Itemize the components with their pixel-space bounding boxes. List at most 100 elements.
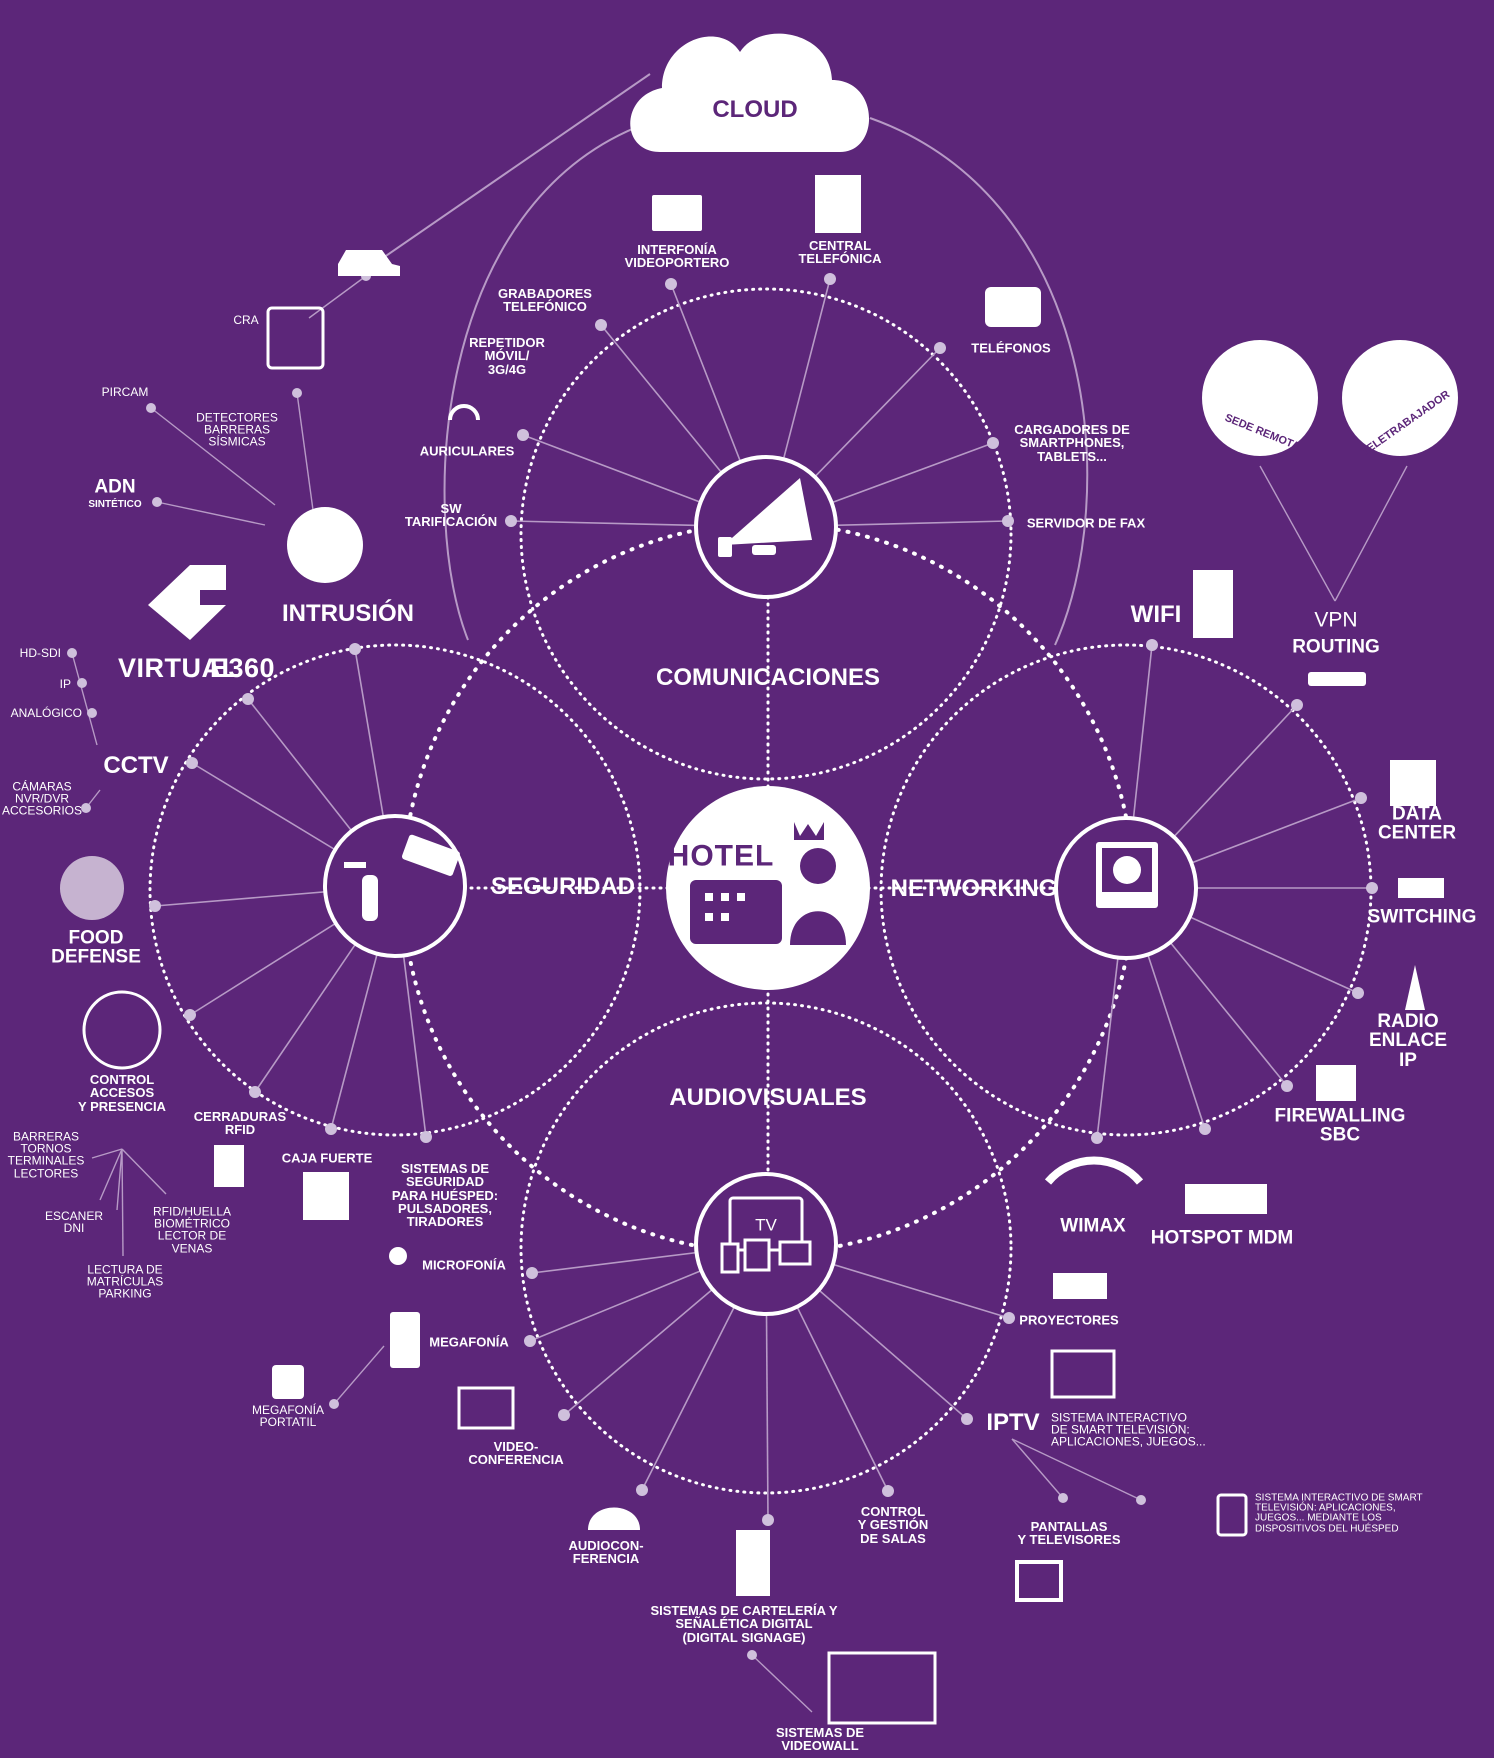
megaphone-icon bbox=[718, 478, 812, 557]
label-rfid-huella: RFID/HUELLA BIOMÉTRICO LECTOR DE VENAS bbox=[152, 1204, 232, 1256]
virtual-logo-icon bbox=[148, 565, 226, 640]
label-cra: CRA bbox=[233, 312, 259, 327]
screens-icon bbox=[1015, 1560, 1063, 1602]
label-vpn: VPN bbox=[1314, 608, 1358, 632]
label-escaner: ESCANER DNI bbox=[44, 1208, 104, 1235]
pbx-icon bbox=[815, 175, 861, 233]
operator-icon bbox=[266, 306, 325, 370]
label-control: CONTROL ACCESOS Y PRESENCIA bbox=[78, 1072, 166, 1114]
label-lectura: LECTURA DE MATRÍCULAS PARKING bbox=[86, 1262, 164, 1302]
headset-icon bbox=[448, 404, 480, 421]
target-icon bbox=[60, 856, 124, 920]
antenna-icon bbox=[1405, 965, 1425, 1010]
hub-label-audiovisuales[interactable]: AUDIOVISUALES bbox=[669, 1083, 867, 1111]
label-firewalling: FIREWALLING SBC bbox=[1274, 1105, 1406, 1146]
label-megafonia: MEGAFONÍA bbox=[429, 1334, 509, 1350]
hotel-label: HOTEL bbox=[667, 839, 775, 873]
label-megafonia-portatil: MEGAFONÍA PORTATIL bbox=[251, 1402, 325, 1429]
label-cctv: CCTV bbox=[103, 751, 169, 779]
cloud-arc bbox=[379, 73, 1089, 646]
thief-icon bbox=[287, 507, 363, 583]
label-central: CENTRAL TELEFÓNICA bbox=[798, 237, 882, 266]
label-iptv: IPTV bbox=[986, 1408, 1040, 1436]
label-proyectores: PROYECTORES bbox=[1019, 1312, 1119, 1328]
label-ip: IP bbox=[59, 676, 71, 691]
hub-label-networking[interactable]: NETWORKING bbox=[890, 874, 1058, 902]
hub-links bbox=[462, 595, 1075, 1177]
safe-icon bbox=[303, 1172, 349, 1220]
label-tv: TV bbox=[755, 1215, 777, 1235]
label-virtual: VIRTUAL bbox=[118, 653, 239, 684]
iptv-icon bbox=[1050, 1349, 1116, 1399]
firewall-icon bbox=[1316, 1065, 1356, 1101]
switch-icon bbox=[1398, 878, 1444, 898]
label-microfonia: MICROFONÍA bbox=[422, 1257, 506, 1273]
label-carteleria: SISTEMAS DE CARTELERÍA Y SEÑALÉTICA DIGI… bbox=[650, 1603, 838, 1645]
monitor-globe-icon bbox=[1096, 842, 1158, 908]
label-hdsdi: HD-SDI bbox=[19, 645, 61, 660]
label-barreras: BARRERAS TORNOS TERMINALES LECTORES bbox=[7, 1129, 85, 1181]
server-icon bbox=[1390, 760, 1436, 806]
label-sw: SW TARIFICACIÓN bbox=[404, 500, 498, 529]
label-datacenter: DATA CENTER bbox=[1377, 803, 1457, 844]
videowall-icon bbox=[827, 1651, 937, 1725]
security-camera-icon bbox=[344, 834, 460, 921]
smart-devices-icon bbox=[1216, 1493, 1248, 1537]
label-repetidor: REPETIDOR MÓVIL/ 3G/4G bbox=[469, 335, 545, 377]
microphone-icon bbox=[389, 1247, 407, 1265]
label-virtual-e: e360 bbox=[210, 653, 276, 684]
label-radio: RADIO ENLACE IP bbox=[1368, 1010, 1448, 1071]
label-wimax: WIMAX bbox=[1060, 1215, 1126, 1237]
police-car-icon bbox=[338, 250, 400, 276]
label-control-salas: CONTROL Y GESTIÓN DE SALAS bbox=[857, 1504, 929, 1546]
audioconference-icon bbox=[588, 1507, 640, 1530]
nodes bbox=[67, 271, 1378, 1660]
label-pantallas: PANTALLAS Y TELEVISORES bbox=[1017, 1518, 1121, 1547]
label-cargadores: CARGADORES DE SMARTPHONES, TABLETS... bbox=[1014, 422, 1130, 464]
hotspot-icon bbox=[1185, 1184, 1267, 1214]
label-interfonia: INTERFONÍA VIDEOPORTERO bbox=[624, 241, 730, 270]
rfid-lock-icon bbox=[214, 1145, 244, 1187]
projector-icon bbox=[1053, 1273, 1107, 1299]
hub-label-comunicaciones[interactable]: COMUNICACIONES bbox=[655, 663, 881, 691]
videoconference-icon bbox=[457, 1386, 515, 1430]
phone-icon bbox=[985, 287, 1041, 327]
hub-label-seguridad[interactable]: SEGURIDAD bbox=[490, 872, 636, 900]
label-cerraduras: CERRADURAS RFID bbox=[193, 1108, 287, 1137]
label-wifi: WIFI bbox=[1130, 600, 1182, 628]
wimax-icon bbox=[1044, 1156, 1144, 1185]
wifi-tower-icon bbox=[1193, 570, 1233, 638]
portable-speaker-icon bbox=[272, 1365, 304, 1399]
label-audioconf: AUDIOCON- FERENCIA bbox=[568, 1537, 644, 1566]
sede-remota-icon bbox=[1202, 340, 1318, 456]
label-sistemas-huesped: SISTEMAS DE SEGURIDAD PARA HUÉSPED: PULS… bbox=[391, 1160, 499, 1229]
router-icon bbox=[1308, 672, 1366, 686]
speaker-icon bbox=[390, 1312, 420, 1368]
label-intrusion: INTRUSIÓN bbox=[282, 599, 414, 627]
label-iptv-sub: SISTEMA INTERACTIVO DE SMART TELEVISIÓN:… bbox=[1051, 1410, 1206, 1450]
label-camaras: CÁMARAS NVR/DVR ACCESORIOS bbox=[1, 779, 83, 819]
label-detectores: DETECTORES BARRERAS SÍSMICAS bbox=[196, 410, 278, 450]
kiosk-icon bbox=[736, 1530, 770, 1596]
teletrabajador-icon bbox=[1342, 340, 1458, 456]
cloud-label: CLOUD bbox=[712, 95, 798, 123]
label-adn-sub: SINTÉTICO bbox=[88, 498, 142, 510]
label-caja: CAJA FUERTE bbox=[281, 1150, 373, 1166]
label-food: FOOD DEFENSE bbox=[51, 927, 141, 968]
label-video: VIDEO- CONFERENCIA bbox=[468, 1438, 564, 1467]
label-fax: SERVIDOR DE FAX bbox=[1026, 515, 1146, 531]
label-grabadores: GRABADORES TELEFÓNICO bbox=[498, 285, 592, 314]
label-auriculares: AURICULARES bbox=[419, 443, 515, 459]
label-switching: SWITCHING bbox=[1367, 906, 1477, 928]
label-adn: ADN bbox=[94, 476, 136, 498]
label-routing: ROUTING bbox=[1292, 636, 1380, 658]
label-analogico: ANALÓGICO bbox=[10, 705, 82, 720]
videophone-icon bbox=[652, 195, 702, 231]
label-hotspot: HOTSPOT MDM bbox=[1150, 1227, 1294, 1249]
label-telefonos: TELÉFONOS bbox=[971, 340, 1051, 356]
leader-lines bbox=[71, 275, 1408, 1713]
label-smart-tv: SISTEMA INTERACTIVO DE SMART TELEVISIÓN:… bbox=[1255, 1492, 1423, 1535]
cloud-icon bbox=[630, 33, 870, 152]
fingerprint-icon bbox=[82, 990, 162, 1070]
